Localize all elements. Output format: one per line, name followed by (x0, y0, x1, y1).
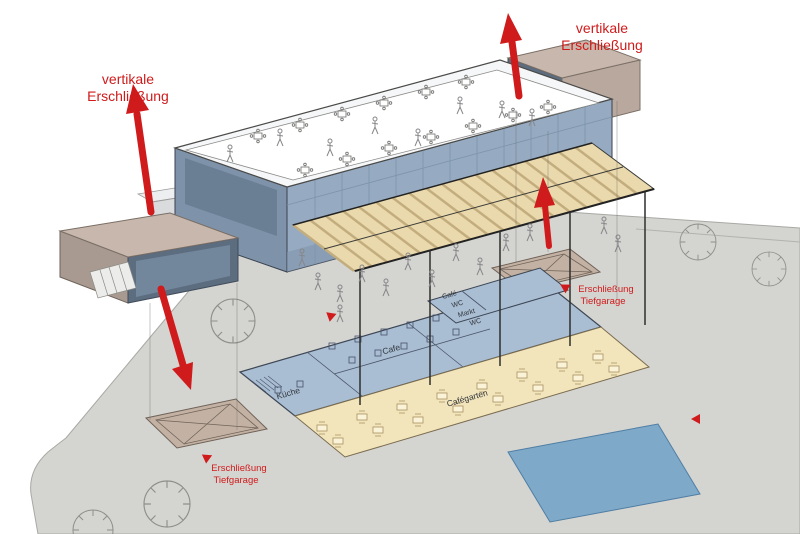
label-vertical-left-1: vertikale (102, 71, 154, 87)
tower-stair (89, 261, 137, 299)
label-garage-left-1: Erschließung (211, 463, 266, 474)
arrow-down-left-icon (157, 285, 193, 390)
label-cafe-upper: Café (442, 290, 458, 301)
arrow-up-right-icon (500, 13, 523, 100)
stair-tower-left (58, 212, 240, 304)
label-vertical-left-2: Erschließung (87, 88, 169, 104)
plan-wing-markt (426, 267, 570, 324)
label-garage-right-2: Tiefgarage (580, 296, 625, 307)
pergola-canopy (291, 142, 656, 405)
plan-stair-ticks (251, 375, 283, 393)
label-wc-lower: WC (469, 318, 482, 328)
roof-terrace (184, 69, 601, 181)
pergola-columns (359, 192, 646, 405)
road-edge-line (635, 228, 800, 243)
label-cafe: Cafe (381, 342, 401, 357)
circulation-arrows (126, 13, 555, 390)
projection-lines-left (149, 283, 238, 430)
arrow-up-middle-icon (534, 177, 555, 249)
label-vertical-right-2: Erschließung (561, 37, 643, 53)
label-wc-upper: WC (451, 300, 464, 310)
label-garage-left-2: Tiefgarage (213, 475, 258, 486)
arrow-up-left-icon (126, 84, 155, 216)
cafegarten-outline (293, 326, 651, 458)
pool (507, 423, 701, 523)
label-markt: Markt (457, 308, 476, 320)
plan-walls (306, 290, 491, 397)
cafegarten-area: Cafégarten (293, 326, 651, 458)
floor-plan: Küche Cafe Café WC Markt WC (238, 267, 603, 417)
label-garage-right-1: Erschließung (578, 284, 633, 295)
label-vertical-right-1: vertikale (576, 20, 628, 36)
annotation-labels: vertikale Erschließung vertikale Erschli… (87, 20, 643, 486)
canopy-slats (292, 146, 637, 272)
canopy-beams (323, 166, 624, 250)
